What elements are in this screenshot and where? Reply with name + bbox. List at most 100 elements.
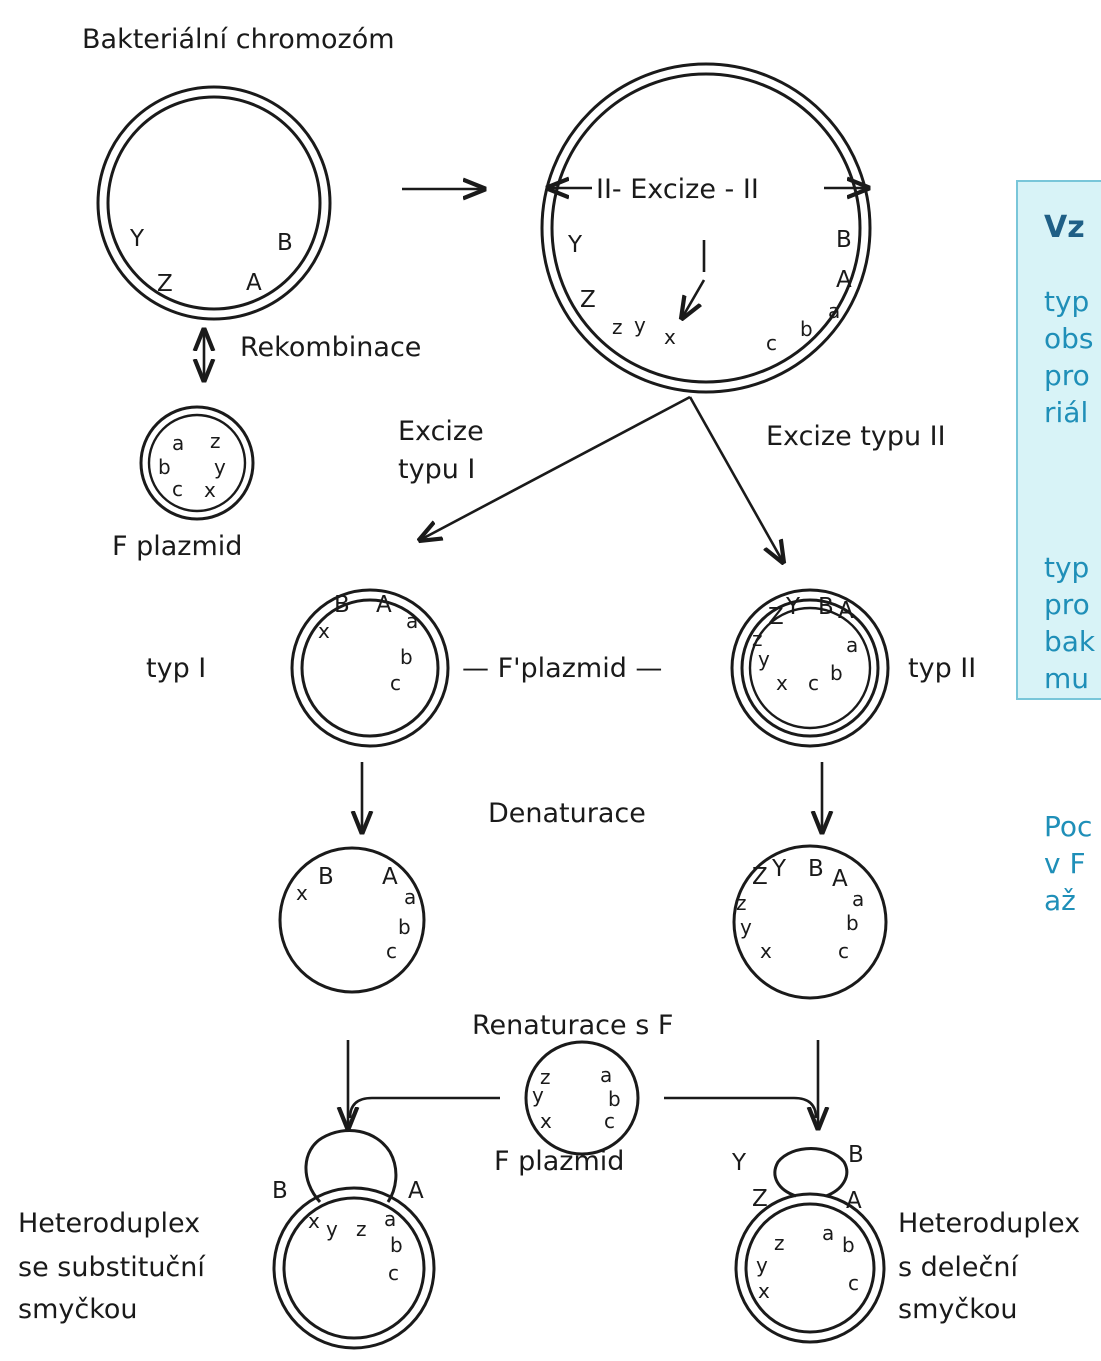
excision-label: II- Excize - II [596, 174, 759, 205]
svg-text:B: B [818, 594, 834, 620]
svg-text:Y: Y [731, 1150, 747, 1176]
svg-text:z: z [356, 1217, 367, 1241]
heteroduplex-deletion-line2: s deleční [898, 1252, 1019, 1283]
excision-type1-label-line2: typu I [398, 454, 475, 485]
svg-text:x: x [664, 325, 676, 349]
svg-text:A: A [408, 1178, 424, 1204]
heteroduplex-substitution-line2: se substituční [18, 1252, 206, 1283]
svg-text:b: b [846, 911, 859, 935]
svg-text:x: x [758, 1279, 770, 1303]
excision-type2-label: Excize typu II [766, 421, 946, 452]
svg-text:B: B [277, 230, 293, 256]
f-prime-plasmid-type1-ring: x B A a b c [292, 590, 448, 746]
svg-text:x: x [308, 1209, 320, 1233]
svg-text:a: a [852, 887, 864, 911]
svg-text:z: z [736, 891, 747, 915]
svg-text:a: a [846, 633, 858, 657]
f-plasmid-top-ring: a z b y c x [141, 407, 253, 519]
svg-text:b: b [158, 455, 171, 479]
svg-text:Z: Z [752, 864, 768, 890]
recombination-label: Rekombinace [240, 332, 421, 363]
svg-text:A: A [836, 267, 852, 293]
svg-text:A: A [382, 864, 398, 890]
svg-text:z: z [774, 1231, 785, 1255]
svg-text:B: B [318, 864, 334, 890]
svg-text:a: a [384, 1207, 396, 1231]
svg-text:A: A [246, 270, 262, 296]
bacterial-chromosome-ring: Y Z A B [98, 87, 330, 319]
heteroduplex-substitution-line3: smyčkou [18, 1294, 138, 1325]
svg-text:y: y [758, 647, 770, 671]
svg-text:Y: Y [785, 594, 801, 620]
f-plasmid-top-label: F plazmid [112, 531, 242, 562]
svg-text:c: c [388, 1261, 399, 1285]
svg-text:x: x [318, 619, 330, 643]
svg-text:a: a [600, 1063, 612, 1087]
denaturation-label: Denaturace [488, 798, 646, 829]
svg-text:y: y [326, 1217, 338, 1241]
side-info-box: Vz typ obs pro riál typ pro bak mu Poc v… [1016, 180, 1101, 700]
renaturation-connector-right [664, 1098, 816, 1118]
svg-text:Y: Y [567, 232, 583, 258]
svg-text:a: a [828, 299, 840, 323]
svg-text:a: a [404, 885, 416, 909]
side-box-paragraph-2: typ pro bak mu [1044, 549, 1101, 697]
svg-text:x: x [204, 478, 216, 502]
side-box-paragraph-1: typ obs pro riál [1044, 283, 1101, 431]
svg-text:B: B [836, 227, 852, 253]
svg-text:z: z [210, 429, 221, 453]
svg-text:Y: Y [771, 856, 787, 882]
svg-text:Y: Y [129, 226, 145, 252]
svg-text:c: c [838, 939, 849, 963]
renaturation-connector-left [350, 1098, 500, 1118]
single-strand-type2-ring: Z Y B A z y x c b a [734, 846, 886, 998]
heteroduplex-deletion-line1: Heteroduplex [898, 1208, 1080, 1239]
bacterial-chromosome-label: Bakteriální chromozóm [82, 24, 395, 55]
f-prime-plasmid-label: — F'plazmid — [462, 653, 662, 684]
svg-text:b: b [400, 645, 413, 669]
svg-text:x: x [296, 881, 308, 905]
svg-text:a: a [822, 1221, 834, 1245]
svg-text:y: y [214, 455, 226, 479]
svg-text:x: x [760, 939, 772, 963]
renaturation-label: Renaturace s F [472, 1010, 673, 1041]
heteroduplex-deletion-line3: smyčkou [898, 1294, 1018, 1325]
heteroduplex-deletion: Y Z B A z y x a b c [731, 1142, 884, 1342]
svg-text:Z: Z [157, 271, 173, 297]
svg-text:b: b [800, 317, 813, 341]
type1-label: typ I [146, 653, 206, 684]
svg-text:z: z [612, 315, 623, 339]
side-box-title: Vz [1044, 210, 1101, 245]
svg-text:c: c [172, 477, 183, 501]
svg-text:c: c [390, 671, 401, 695]
svg-text:A: A [838, 598, 854, 624]
svg-text:b: b [608, 1087, 621, 1111]
svg-text:c: c [808, 671, 819, 695]
svg-text:c: c [604, 1109, 615, 1133]
chromosome-excision-ring: Y Z z y x c b a B A [542, 64, 870, 392]
side-box-paragraph-3: Poc v F až [1044, 808, 1101, 919]
svg-text:c: c [766, 331, 777, 355]
svg-text:Z: Z [752, 1186, 768, 1212]
svg-text:c: c [386, 939, 397, 963]
svg-text:B: B [848, 1142, 864, 1168]
svg-text:b: b [390, 1233, 403, 1257]
svg-text:B: B [808, 856, 824, 882]
svg-text:x: x [776, 671, 788, 695]
f-plasmid-bottom-ring: z y x a b c [526, 1042, 638, 1154]
heteroduplex-substitution-line1: Heteroduplex [18, 1208, 200, 1239]
svg-text:a: a [172, 431, 184, 455]
svg-text:a: a [406, 609, 418, 633]
svg-text:A: A [376, 592, 392, 618]
excision-type1-label-line1: Excize [398, 416, 484, 447]
svg-text:A: A [832, 866, 848, 892]
svg-text:b: b [398, 915, 411, 939]
svg-text:A: A [846, 1188, 862, 1214]
svg-text:B: B [334, 592, 350, 618]
single-strand-type1-ring: x B A a b c [280, 848, 424, 992]
svg-text:b: b [830, 661, 843, 685]
svg-text:y: y [634, 313, 646, 337]
heteroduplex-substitution: B A x y z a b c [272, 1130, 434, 1348]
